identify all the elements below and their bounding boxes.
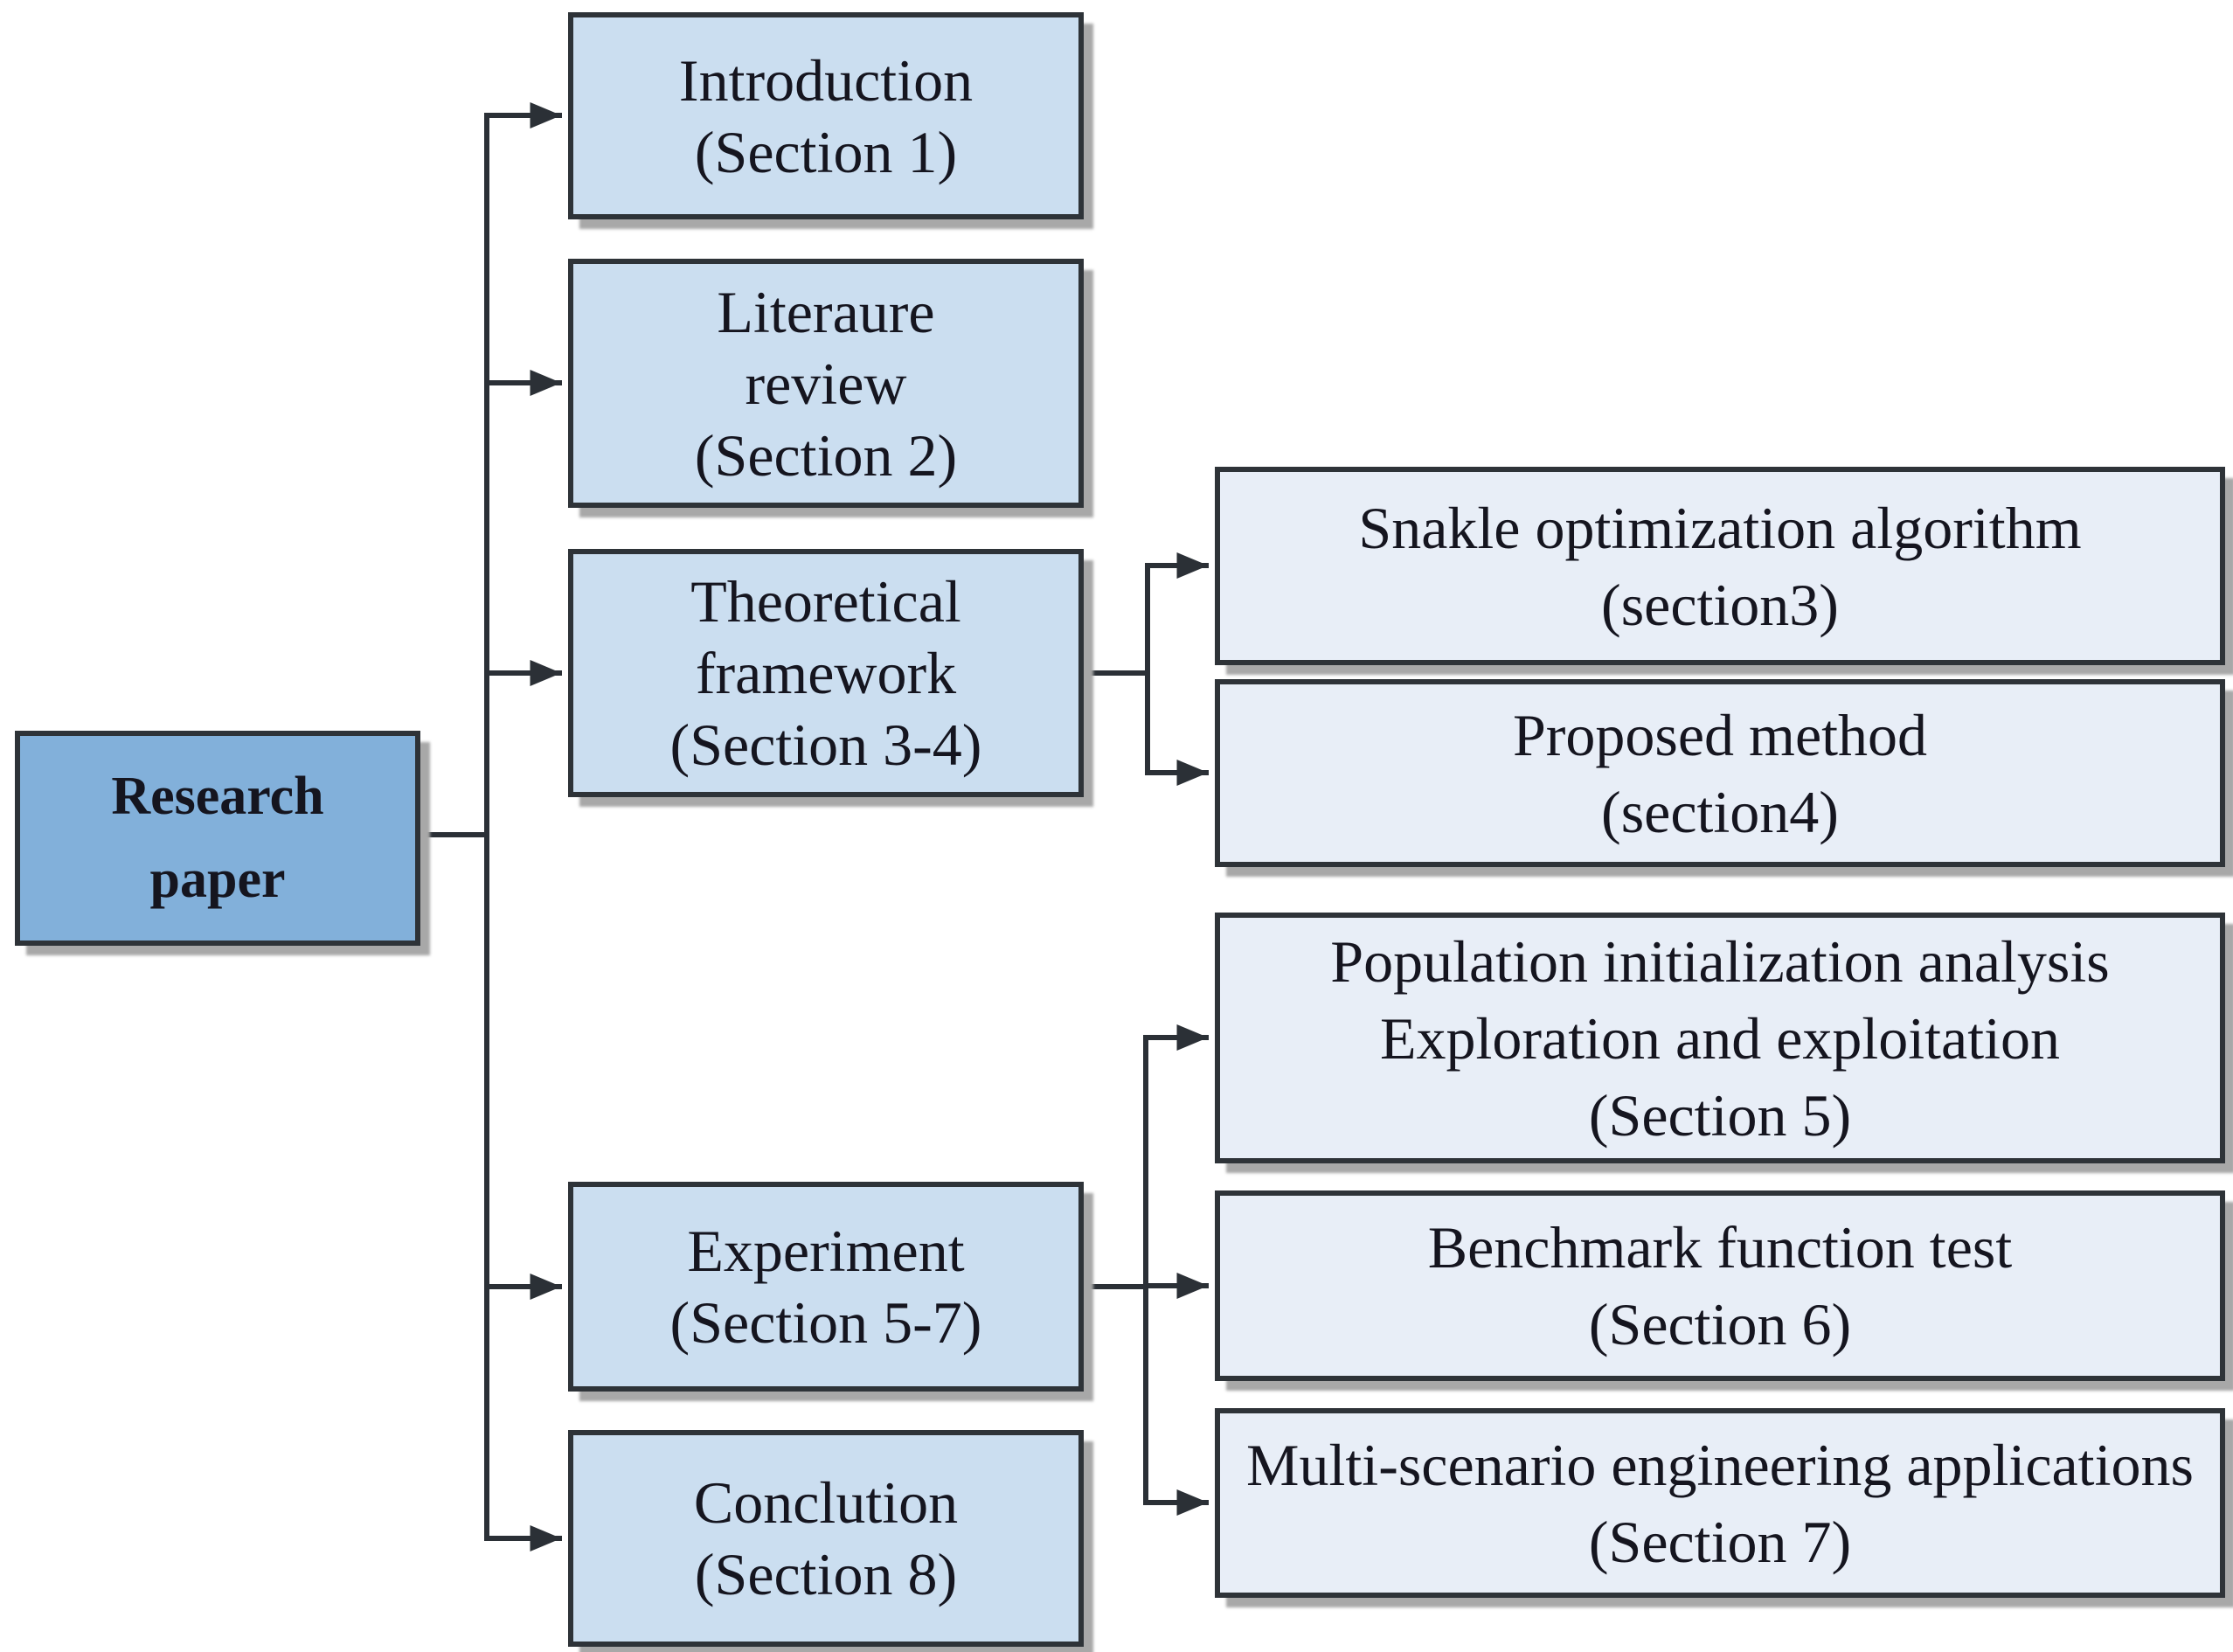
population-initialization-label-line3: (Section 5) — [1588, 1081, 1852, 1149]
proposed-method-label-line2: (section4) — [1601, 778, 1839, 845]
introduction-label-line2: (Section 1) — [694, 118, 958, 185]
conclusion-label-line1: Conclution — [693, 1469, 959, 1536]
snake-optimization-node: Snakle optimization algorithm (section3) — [1215, 467, 2225, 665]
snake-optimization-label-line2: (section3) — [1601, 571, 1839, 638]
multiscenario-applications-label-line2: (Section 7) — [1588, 1508, 1852, 1575]
literature-review-label-line1: Literaure — [717, 278, 935, 345]
benchmark-test-label-line1: Benchmark function test — [1427, 1214, 2013, 1281]
theoretical-framework-label-line1: Theoretical — [690, 568, 961, 635]
research-paper-label-line2: paper — [149, 850, 286, 909]
experiment-node: Experiment (Section 5-7) — [568, 1182, 1084, 1392]
population-initialization-label-line1: Population initialization analysis — [1330, 927, 2110, 995]
benchmark-test-label-line2: (Section 6) — [1588, 1291, 1852, 1357]
research-paper-node: Research paper — [15, 731, 420, 946]
theoretical-framework-label-line2: framework — [695, 640, 957, 706]
multiscenario-applications-node: Multi-scenario engineering applications … — [1215, 1408, 2225, 1598]
population-initialization-node: Population initialization analysis Explo… — [1215, 913, 2225, 1163]
benchmark-test-node: Benchmark function test (Section 6) — [1215, 1190, 2225, 1381]
experiment-label-line1: Experiment — [687, 1218, 965, 1284]
population-initialization-label-line2: Exploration and exploitation — [1379, 1004, 2061, 1072]
introduction-node: Introduction (Section 1) — [568, 12, 1084, 219]
introduction-label-line1: Introduction — [678, 46, 974, 114]
snake-optimization-label-line1: Snakle optimization algorithm — [1358, 494, 2082, 561]
conclusion-node: Conclution (Section 8) — [568, 1430, 1084, 1647]
literature-review-label-line2: review — [745, 350, 907, 417]
multiscenario-applications-label-line1: Multi-scenario engineering applications — [1246, 1431, 2194, 1498]
experiment-label-line2: (Section 5-7) — [669, 1289, 982, 1356]
research-paper-label-line1: Research — [111, 767, 324, 826]
theoretical-framework-label-line3: (Section 3-4) — [669, 711, 982, 778]
literature-review-node: Literaure review (Section 2) — [568, 259, 1084, 508]
literature-review-label-line3: (Section 2) — [694, 421, 958, 489]
proposed-method-node: Proposed method (section4) — [1215, 679, 2225, 867]
conclusion-label-line2: (Section 8) — [694, 1541, 958, 1607]
proposed-method-label-line1: Proposed method — [1512, 701, 1928, 768]
theoretical-framework-node: Theoretical framework (Section 3-4) — [568, 549, 1084, 797]
